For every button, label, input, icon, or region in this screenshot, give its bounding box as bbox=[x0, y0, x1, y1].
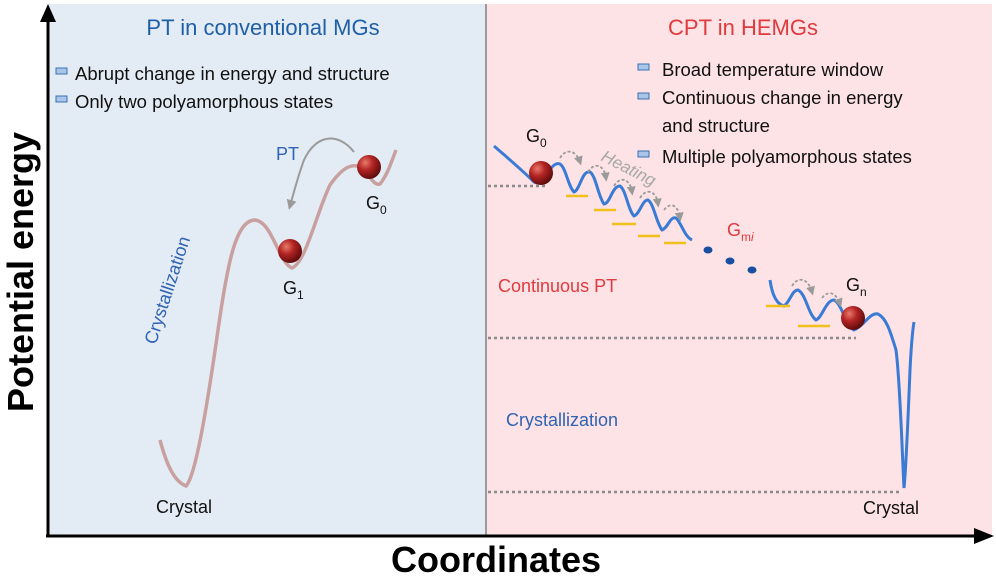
x-axis-arrowhead bbox=[974, 528, 994, 544]
continuation-dot bbox=[747, 266, 757, 274]
right-gn-label: Gn bbox=[846, 275, 867, 299]
heating-arrow bbox=[791, 278, 815, 296]
continuation-dot bbox=[725, 257, 735, 265]
right-crystal-label: Crystal bbox=[863, 498, 919, 518]
x-axis-label: Coordinates bbox=[391, 539, 601, 576]
left-bullet-marker bbox=[55, 67, 68, 75]
left-panel-title: PT in conventional MGs bbox=[146, 15, 379, 40]
right-gmi-label: Gmi bbox=[727, 220, 754, 244]
left-g1-label: G1 bbox=[283, 278, 304, 302]
right-bullet-marker bbox=[637, 92, 650, 100]
heating-arrow bbox=[663, 204, 684, 222]
left-pt-label: PT bbox=[276, 144, 299, 164]
right-bullet-1: Broad temperature window bbox=[662, 59, 884, 80]
heating-arrow bbox=[559, 150, 583, 166]
right-panel-background bbox=[486, 4, 992, 536]
right-crystallization-label: Crystallization bbox=[506, 410, 618, 430]
right-g0-label: G0 bbox=[526, 126, 547, 150]
left-bullet-1: Abrupt change in energy and structure bbox=[75, 63, 390, 84]
heating-arrow bbox=[613, 178, 636, 196]
heating-arrow bbox=[821, 292, 843, 308]
right-bullet-marker bbox=[637, 150, 650, 158]
left-g0-label: G0 bbox=[366, 193, 387, 217]
right-panel-title: CPT in HEMGs bbox=[668, 15, 818, 40]
left-crystal-label: Crystal bbox=[156, 497, 212, 517]
right-energy-curve-upper bbox=[493, 144, 693, 242]
left-bullet-2: Only two polyamorphous states bbox=[75, 91, 333, 112]
left-g1-ball bbox=[278, 239, 302, 263]
right-gn-ball bbox=[841, 306, 865, 330]
right-bullet-2-cont: and structure bbox=[662, 115, 770, 136]
y-axis-label: Potential energy bbox=[0, 132, 41, 412]
left-g0-ball bbox=[357, 155, 381, 179]
right-g0-ball bbox=[529, 161, 553, 185]
heating-arrow bbox=[587, 164, 610, 182]
right-bullet-2: Continuous change in energy bbox=[662, 87, 903, 108]
right-bullet-marker bbox=[637, 63, 650, 71]
left-bullet-marker bbox=[55, 95, 68, 103]
continuation-dot bbox=[703, 246, 713, 254]
left-pt-arrow bbox=[286, 137, 355, 210]
left-panel-background bbox=[48, 4, 486, 536]
right-bullet-3: Multiple polyamorphous states bbox=[662, 146, 912, 167]
heating-arrow bbox=[639, 190, 662, 208]
continuous-pt-label: Continuous PT bbox=[498, 276, 617, 296]
y-axis-arrowhead bbox=[40, 4, 56, 22]
